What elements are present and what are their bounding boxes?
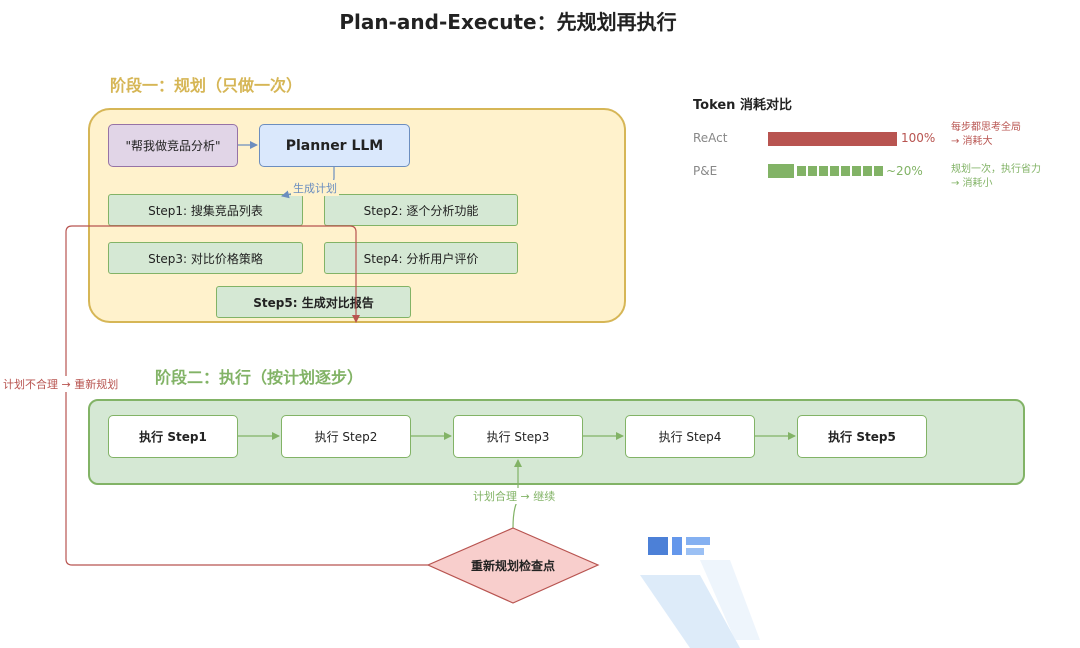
pe-bar-segment xyxy=(797,166,806,176)
pe-bar-segment xyxy=(841,166,850,176)
page-title: Plan-and-Execute：先规划再执行 xyxy=(339,10,677,34)
pe-note-line2: → 消耗小 xyxy=(951,178,993,189)
pe-note-line1: 规划一次，执行省力 xyxy=(951,164,1041,175)
token-title: Token 消耗对比 xyxy=(693,98,792,113)
watermark-stripe-2 xyxy=(700,560,760,640)
react-note: 每步都思考全局 → 消耗大 xyxy=(951,121,1021,149)
pe-bar-segment xyxy=(852,166,861,176)
plan-step-2: Step2: 逐个分析功能 xyxy=(324,194,518,226)
watermark-logo xyxy=(648,537,710,555)
exec-step-5: 执行 Step5 xyxy=(797,415,927,458)
plan-step-3: Step3: 对比价格策略 xyxy=(108,242,303,274)
pe-percent: ~20% xyxy=(886,164,923,178)
plan-step-5: Step5: 生成对比报告 xyxy=(216,286,411,318)
exec-step-3: 执行 Step3 xyxy=(453,415,583,458)
stage1-label: 阶段一：规划（只做一次） xyxy=(110,76,303,95)
react-percent: 100% xyxy=(901,131,936,145)
pe-bar-segment xyxy=(863,166,872,176)
exec-step-4: 执行 Step4 xyxy=(625,415,755,458)
request-box: "帮我做竞品分析" xyxy=(108,124,238,167)
react-note-line2: → 消耗大 xyxy=(951,136,993,147)
pe-note: 规划一次，执行省力 → 消耗小 xyxy=(951,163,1041,191)
watermark-stripe xyxy=(640,575,740,648)
exec-step-2: 执行 Step2 xyxy=(281,415,411,458)
pe-bar-segment xyxy=(808,166,817,176)
continue-label: 计划合理 → 继续 xyxy=(470,488,559,504)
checkpoint-label: 重新规划检查点 xyxy=(470,558,555,573)
react-label: ReAct xyxy=(693,131,728,145)
pe-bar-segment xyxy=(874,166,883,176)
stage2-label: 阶段二：执行（按计划逐步） xyxy=(155,368,364,387)
generate-plan-label: 生成计划 xyxy=(291,180,339,196)
react-bar xyxy=(768,132,897,146)
pe-bar-segment xyxy=(819,166,828,176)
pe-label: P&E xyxy=(693,164,718,178)
pe-bar xyxy=(768,164,794,178)
react-note-line1: 每步都思考全局 xyxy=(951,122,1021,133)
planner-box: Planner LLM xyxy=(259,124,410,167)
plan-step-4: Step4: 分析用户评价 xyxy=(324,242,518,274)
plan-step-1: Step1: 搜集竞品列表 xyxy=(108,194,303,226)
pe-bar-segment xyxy=(830,166,839,176)
exec-step-1: 执行 Step1 xyxy=(108,415,238,458)
replan-label: 计划不合理 → 重新规划 xyxy=(3,376,119,392)
